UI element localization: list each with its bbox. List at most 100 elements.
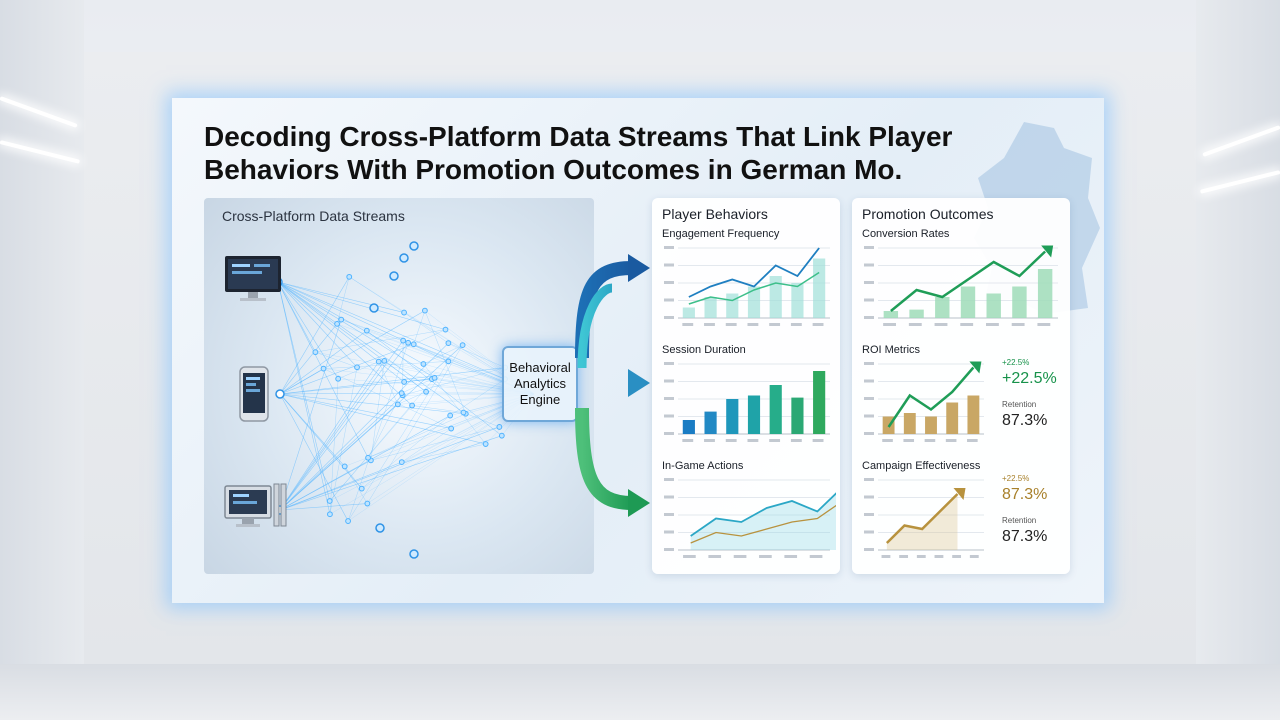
stream-panel-label: Cross-Platform Data Streams	[222, 208, 405, 224]
tick-label-placeholder	[864, 397, 874, 400]
network-link	[344, 466, 362, 489]
network-node	[400, 337, 407, 344]
network-link	[367, 413, 466, 459]
network-link	[341, 319, 535, 395]
tick-label-placeholder	[747, 323, 759, 326]
network-node	[398, 459, 405, 466]
tick-label-placeholder	[664, 513, 674, 516]
bar	[726, 293, 739, 318]
network-node	[364, 500, 371, 507]
tick-label-placeholder	[883, 323, 896, 326]
network-link	[279, 342, 449, 511]
tick-label-placeholder	[664, 263, 674, 267]
network-link	[279, 393, 466, 415]
network-node	[327, 511, 333, 518]
network-link	[279, 393, 486, 445]
tick-label-placeholder	[903, 439, 915, 442]
tick-label-placeholder	[899, 555, 909, 558]
network-node	[482, 441, 489, 447]
tick-label-placeholder	[908, 323, 922, 326]
series-line	[890, 250, 1047, 312]
network-link	[349, 276, 405, 313]
tick-label-placeholder	[664, 548, 674, 551]
bar	[1037, 269, 1053, 318]
network-node	[448, 425, 455, 432]
left-wall	[0, 0, 84, 720]
network-link	[337, 323, 535, 395]
tick-label-placeholder	[864, 513, 874, 516]
network-node	[358, 485, 365, 492]
tick-label-placeholder	[986, 323, 999, 326]
network-link	[448, 342, 506, 368]
network-node	[405, 339, 412, 346]
network-node	[496, 424, 503, 430]
network-node	[422, 307, 428, 314]
tick-label-placeholder	[934, 323, 948, 326]
tick-label-placeholder	[784, 555, 798, 558]
network-node	[459, 342, 466, 348]
network-link	[277, 281, 427, 393]
network-link	[279, 361, 379, 511]
behavioral-analytics-engine-chip: Behavioral Analytics Engine	[502, 346, 578, 422]
network-link	[329, 393, 535, 515]
network-link	[370, 360, 385, 461]
tick-label-placeholder	[664, 530, 674, 534]
tick-label-placeholder	[812, 439, 824, 442]
display-screen: Decoding Cross-Platform Data Streams Tha…	[172, 98, 1104, 603]
network-link	[279, 415, 451, 511]
network-link	[413, 310, 426, 345]
network-node	[409, 549, 419, 559]
trend-arrowhead	[1041, 245, 1054, 258]
tick-label-placeholder	[864, 298, 874, 302]
network-link	[329, 367, 358, 515]
network-link	[315, 351, 535, 395]
network-link	[277, 281, 339, 379]
area-fill	[886, 494, 958, 550]
tick-label-placeholder	[812, 323, 824, 326]
tick-label-placeholder	[864, 530, 874, 534]
tick-label-placeholder	[864, 362, 874, 365]
tick-label-placeholder	[952, 555, 962, 558]
bar	[791, 283, 804, 318]
bar	[747, 395, 761, 434]
tick-label-placeholder	[725, 439, 737, 442]
network-link	[412, 405, 464, 413]
network-node	[394, 401, 401, 408]
console-monitor-icon	[224, 483, 287, 527]
tick-label-placeholder	[664, 478, 674, 481]
bar	[726, 399, 739, 434]
network-link	[424, 310, 467, 414]
network-node	[401, 379, 408, 385]
bar	[883, 311, 899, 318]
promotion-outcomes-heading: Promotion Outcomes	[862, 206, 994, 222]
campaign-effectiveness-label: Campaign Effectiveness	[862, 460, 981, 472]
tick-label-placeholder	[960, 323, 974, 326]
network-node	[399, 253, 409, 263]
roi-change-value: +22.5%	[1002, 370, 1057, 387]
tick-label-placeholder	[864, 478, 874, 481]
tick-label-placeholder	[664, 414, 674, 418]
tick-label-placeholder	[809, 555, 823, 558]
network-link	[347, 361, 449, 522]
tick-label-placeholder	[881, 555, 891, 558]
network-link	[397, 391, 427, 405]
roi-metrics-chart	[864, 361, 984, 442]
tick-label-placeholder	[664, 298, 674, 302]
bar	[769, 276, 782, 318]
bar	[704, 297, 717, 318]
tick-label-placeholder	[969, 555, 979, 558]
roi-secondary-label: Retention	[1002, 400, 1037, 409]
network-link	[413, 329, 446, 345]
network-link	[347, 342, 409, 522]
network-link	[315, 351, 358, 368]
trend-arrowhead	[953, 488, 966, 500]
network-link	[323, 361, 449, 369]
page-title: Decoding Cross-Platform Data Streams Tha…	[204, 121, 953, 185]
conversion-rates-label: Conversion Rates	[862, 228, 950, 240]
bar	[1012, 286, 1027, 318]
tick-label-placeholder	[864, 281, 874, 284]
player-behaviors-card: Player Behaviors Engagement Frequency Se…	[652, 198, 840, 574]
tick-label-placeholder	[664, 362, 674, 365]
network-node	[335, 375, 342, 382]
network-link	[279, 426, 500, 511]
